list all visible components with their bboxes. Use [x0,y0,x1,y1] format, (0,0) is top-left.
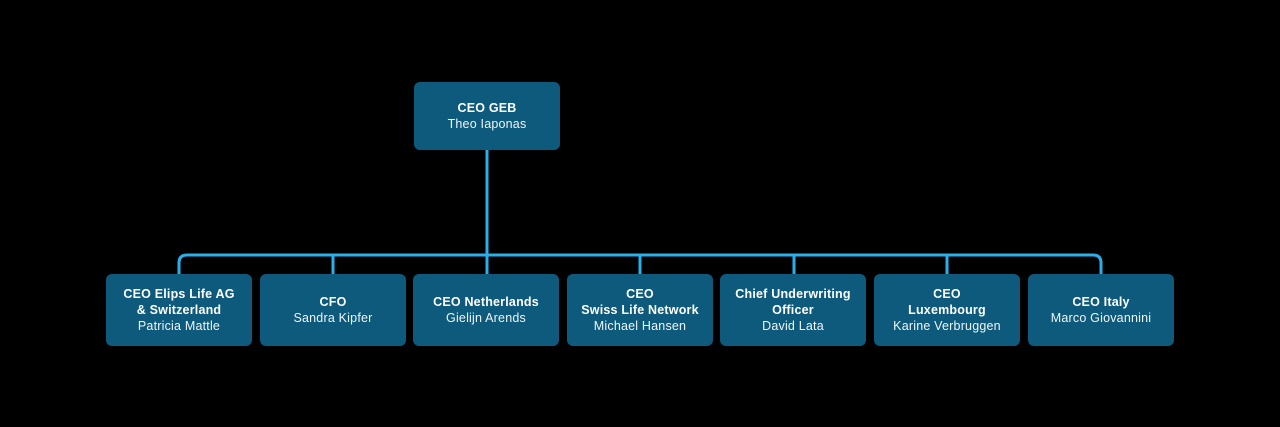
node-person-name: Theo Iaponas [447,117,527,131]
org-node-cfo: CFO Sandra Kipfer [260,274,406,346]
node-title: Chief Underwriting Officer [735,287,851,317]
org-node-ceo-swiss-life-network: CEO Swiss Life Network Michael Hansen [567,274,713,346]
node-title: CEO Elips Life AG & Switzerland [123,287,235,317]
org-node-ceo-luxembourg: CEO Luxembourg Karine Verbruggen [874,274,1020,346]
node-person-name: Karine Verbruggen [893,319,1001,333]
org-node-ceo-netherlands: CEO Netherlands Gielijn Arends [413,274,559,346]
node-title: CEO Netherlands [433,295,539,309]
node-person-name: Patricia Mattle [137,319,221,333]
node-person-name: Sandra Kipfer [293,311,373,325]
node-person-name: Gielijn Arends [446,311,526,325]
node-title: CEO Luxembourg [908,287,986,317]
org-node-chief-underwriting-officer: Chief Underwriting Officer David Lata [720,274,866,346]
org-node-ceo-elips-life: CEO Elips Life AG & Switzerland Patricia… [106,274,252,346]
org-node-ceo-geb: CEO GEB Theo Iaponas [414,82,560,150]
org-node-ceo-italy: CEO Italy Marco Giovannini [1028,274,1174,346]
node-title: CFO [319,295,347,309]
node-person-name: David Lata [762,319,824,333]
node-title: CEO Italy [1072,295,1130,309]
node-title: CEO GEB [457,101,517,115]
node-title: CEO Swiss Life Network [581,287,699,317]
node-person-name: Marco Giovannini [1050,311,1152,325]
node-person-name: Michael Hansen [593,319,687,333]
